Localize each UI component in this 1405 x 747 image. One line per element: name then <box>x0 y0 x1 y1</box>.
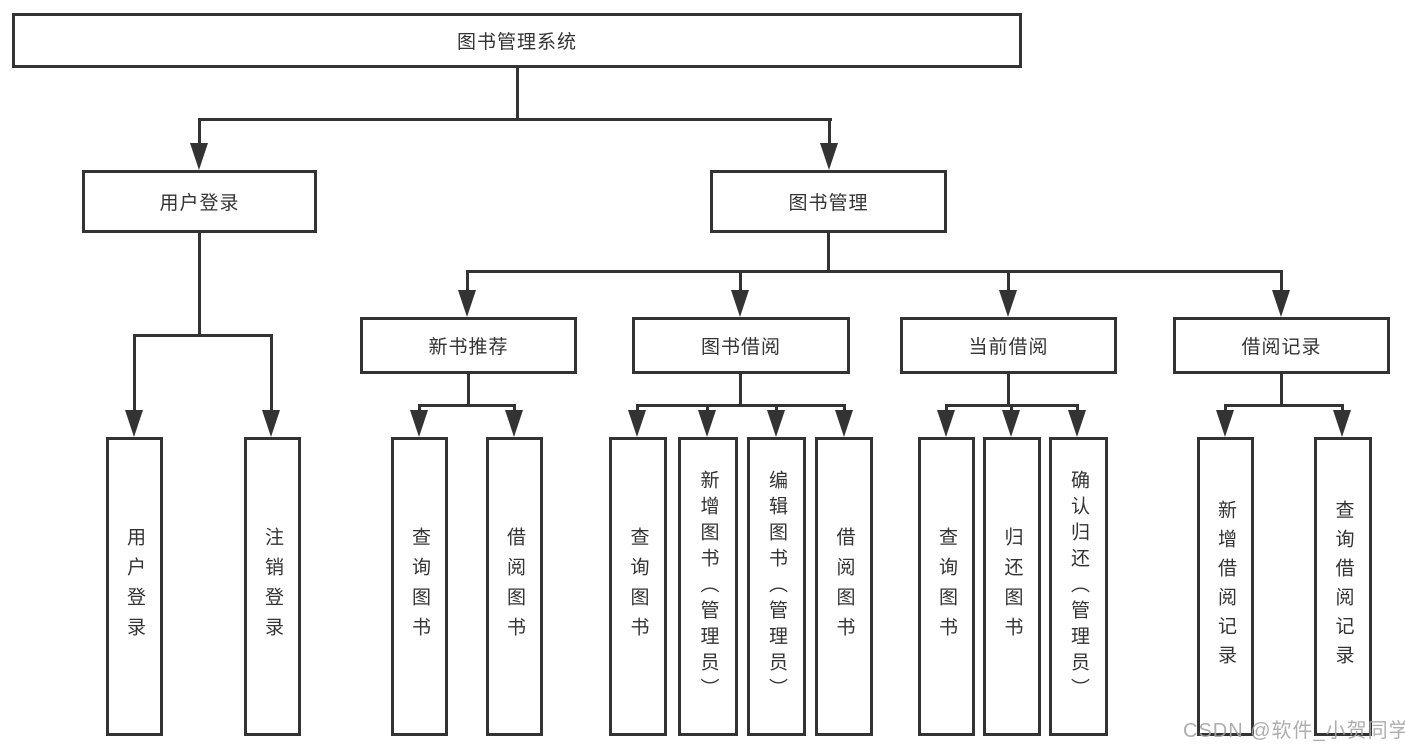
edge-line <box>198 118 832 121</box>
leaf-borrow-book-recommend-label: 借阅图书 <box>504 526 525 647</box>
node-book-borrow: 图书借阅 <box>632 317 850 374</box>
arrowhead-icon <box>410 410 428 437</box>
leaf-user-login-label: 用户登录 <box>124 526 145 647</box>
edge-line <box>1280 270 1283 292</box>
leaf-edit-book-admin: 编辑图书（管理员） <box>747 437 806 736</box>
edge-line <box>198 118 201 145</box>
edge-line <box>418 404 421 414</box>
edge-line <box>828 118 831 145</box>
leaf-query-book-current-label: 查询图书 <box>936 526 957 647</box>
node-new-book-recommend: 新书推荐 <box>360 317 577 374</box>
edge-line <box>198 231 201 337</box>
node-new-book-recommend-label: 新书推荐 <box>428 337 509 358</box>
arrowhead-icon <box>1216 410 1234 437</box>
edge-line <box>467 372 470 406</box>
watermark: CSDN @软件_小贺同学 <box>1183 720 1405 742</box>
edge-line <box>1007 372 1010 406</box>
node-book-management: 图书管理 <box>710 170 947 233</box>
edge-line <box>739 270 742 292</box>
node-borrow-records: 借阅记录 <box>1173 317 1390 374</box>
edge-line <box>133 334 136 414</box>
edge-line <box>775 404 778 414</box>
leaf-query-book-borrow-label: 查询图书 <box>627 526 649 647</box>
arrowhead-icon <box>698 410 716 437</box>
leaf-confirm-return-admin: 确认归还（管理员） <box>1049 437 1108 736</box>
leaf-add-book-admin: 新增图书（管理员） <box>678 437 738 736</box>
edge-line <box>418 404 516 407</box>
arrowhead-icon <box>1333 410 1351 437</box>
edge-line <box>1224 404 1227 414</box>
edge-line <box>133 334 273 337</box>
leaf-edit-book-admin-label: 编辑图书（管理员） <box>766 469 787 704</box>
node-book-management-label: 图书管理 <box>788 193 869 214</box>
arrowhead-icon <box>999 290 1017 317</box>
arrowhead-icon <box>262 410 280 437</box>
arrowhead-icon <box>820 143 838 170</box>
leaf-confirm-return-admin-label: 确认归还（管理员） <box>1068 469 1089 704</box>
node-user-login: 用户登录 <box>82 170 317 233</box>
node-user-login-label: 用户登录 <box>159 193 240 214</box>
leaf-borrow-book: 借阅图书 <box>815 437 873 736</box>
leaf-query-book-borrow: 查询图书 <box>609 437 667 736</box>
leaf-logout-label: 注销登录 <box>262 526 283 647</box>
edge-line <box>1224 404 1344 407</box>
leaf-query-borrow-record: 查询借阅记录 <box>1314 437 1372 736</box>
edge-line <box>513 404 516 414</box>
arrowhead-icon <box>1272 290 1290 317</box>
arrowhead-icon <box>767 410 785 437</box>
arrowhead-icon <box>628 410 646 437</box>
arrowhead-icon <box>458 290 476 317</box>
leaf-query-book-current: 查询图书 <box>918 437 975 736</box>
node-current-borrow-label: 当前借阅 <box>968 337 1049 358</box>
edge-line <box>636 404 846 407</box>
edge-line <box>945 404 948 414</box>
node-root-label: 图书管理系统 <box>456 32 577 53</box>
leaf-borrow-book-label: 借阅图书 <box>833 526 855 647</box>
arrowhead-icon <box>505 410 523 437</box>
leaf-logout: 注销登录 <box>244 437 301 736</box>
edge-line <box>1341 404 1344 414</box>
edge-line <box>1010 404 1013 414</box>
leaf-user-login: 用户登录 <box>106 437 163 736</box>
node-borrow-records-label: 借阅记录 <box>1241 337 1322 358</box>
edge-line <box>843 404 846 414</box>
edge-line <box>706 404 709 414</box>
leaf-query-book-recommend-label: 查询图书 <box>409 526 430 647</box>
leaf-add-borrow-record-label: 新增借阅记录 <box>1215 499 1236 674</box>
edge-line <box>466 270 1283 273</box>
leaf-query-borrow-record-label: 查询借阅记录 <box>1332 499 1354 674</box>
node-book-borrow-label: 图书借阅 <box>700 337 781 358</box>
edge-line <box>1007 270 1010 292</box>
edge-line <box>516 66 519 120</box>
edge-line <box>466 270 469 292</box>
arrowhead-icon <box>731 290 749 317</box>
arrowhead-icon <box>937 410 955 437</box>
node-current-borrow: 当前借阅 <box>900 317 1117 374</box>
edge-line <box>636 404 639 414</box>
edge-line <box>827 231 830 272</box>
leaf-borrow-book-recommend: 借阅图书 <box>486 437 543 736</box>
node-root: 图书管理系统 <box>12 13 1022 68</box>
leaf-return-book-label: 归还图书 <box>1001 526 1023 647</box>
leaf-return-book: 归还图书 <box>983 437 1041 736</box>
edge-line <box>739 372 742 406</box>
arrowhead-icon <box>1068 410 1086 437</box>
edge-line <box>1280 372 1283 406</box>
arrowhead-icon <box>1002 410 1020 437</box>
leaf-query-book-recommend: 查询图书 <box>391 437 448 736</box>
edge-line <box>270 334 273 414</box>
arrowhead-icon <box>190 143 208 170</box>
arrowhead-icon <box>125 410 143 437</box>
leaf-add-borrow-record: 新增借阅记录 <box>1197 437 1254 736</box>
edge-line <box>1076 404 1079 414</box>
leaf-add-book-admin-label: 新增图书（管理员） <box>697 469 719 704</box>
arrowhead-icon <box>835 410 853 437</box>
